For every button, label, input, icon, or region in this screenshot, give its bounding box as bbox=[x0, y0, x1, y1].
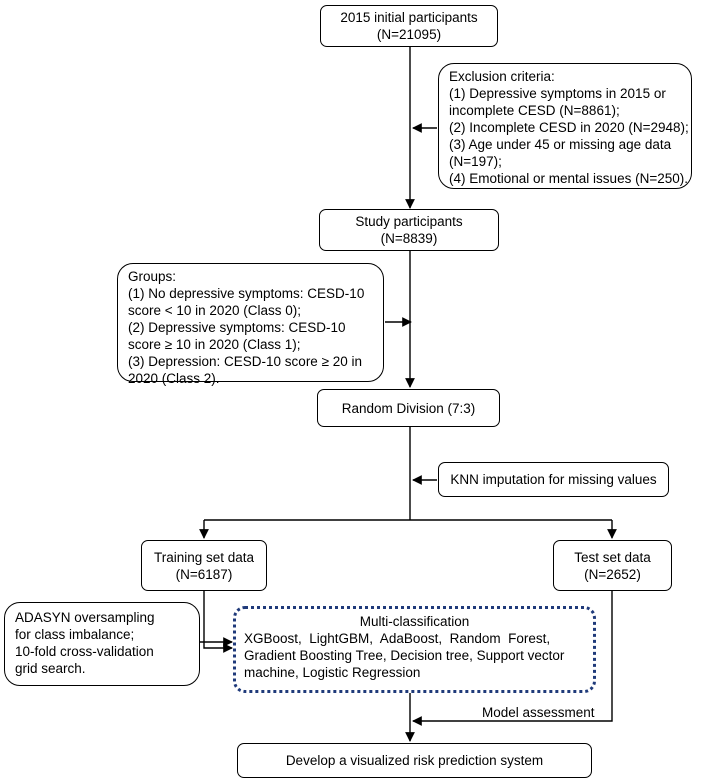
groups-line: (3) Depression: CESD-10 score ≥ 20 in bbox=[128, 354, 363, 369]
groups-title: Groups: bbox=[128, 269, 177, 284]
model-list-line: XGBoost, LightGBM, AdaBoost, Random Fore… bbox=[244, 631, 551, 646]
adasyn-line: grid search. bbox=[15, 661, 86, 676]
exclusion-line: (2) Incomplete CESD in 2020 (N=2948); bbox=[449, 120, 689, 135]
random-division-label: Random Division (7:3) bbox=[341, 400, 476, 416]
exclusion-line: (N=197); bbox=[449, 154, 502, 169]
knn-imputation-label: KNN imputation for missing values bbox=[450, 472, 657, 487]
groups-line: (1) No depressive symptoms: CESD-10 bbox=[128, 286, 365, 301]
adasyn-line: ADASYN oversampling bbox=[15, 610, 155, 625]
adasyn-line: 10-fold cross-validation bbox=[15, 644, 154, 659]
arrow-test-to-assessment bbox=[412, 590, 613, 726]
initial-participants-box: 2015 initial participants (N=21095) bbox=[320, 5, 498, 47]
adasyn-line: for class imbalance; bbox=[15, 627, 135, 642]
model-list-line: machine, Logistic Regression bbox=[244, 665, 421, 680]
training-set-count: (N=6187) bbox=[175, 566, 233, 582]
arrow-training-to-multi bbox=[203, 590, 233, 653]
exclusion-line: (1) Depressive symptoms in 2015 or bbox=[449, 86, 666, 101]
random-division-box: Random Division (7:3) bbox=[317, 389, 500, 427]
model-assessment-label: Model assessment bbox=[482, 705, 595, 720]
multi-classification-box: Multi-classification XGBoost, LightGBM, … bbox=[233, 606, 596, 693]
exclusion-line: incomplete CESD (N=8861); bbox=[449, 103, 620, 118]
test-set-title: Test set data bbox=[574, 549, 651, 565]
exclusion-line: (4) Emotional or mental issues (N=250). bbox=[449, 171, 688, 186]
initial-participants-title: 2015 initial participants bbox=[340, 10, 478, 25]
groups-box: Groups: (1) No depressive symptoms: CESD… bbox=[117, 263, 384, 386]
develop-system-box: Develop a visualized risk prediction sys… bbox=[237, 743, 592, 778]
initial-participants-count: (N=21095) bbox=[376, 27, 442, 42]
study-participants-count: (N=8839) bbox=[380, 231, 438, 246]
test-set-count: (N=2652) bbox=[584, 566, 641, 582]
training-set-box: Training set data (N=6187) bbox=[141, 540, 267, 591]
exclusion-criteria-box: Exclusion criteria: (1) Depressive sympt… bbox=[438, 63, 692, 189]
study-participants-title: Study participants bbox=[355, 214, 463, 229]
study-participants-box: Study participants (N=8839) bbox=[319, 209, 499, 251]
develop-system-label: Develop a visualized risk prediction sys… bbox=[285, 753, 544, 768]
exclusion-title: Exclusion criteria: bbox=[449, 69, 555, 84]
knn-imputation-box: KNN imputation for missing values bbox=[438, 462, 669, 497]
model-list-line: Gradient Boosting Tree, Decision tree, S… bbox=[244, 648, 565, 663]
adasyn-box: ADASYN oversampling for class imbalance;… bbox=[4, 602, 200, 686]
groups-line: (2) Depressive symptoms: CESD-10 bbox=[128, 320, 346, 335]
groups-line: 2020 (Class 2). bbox=[128, 371, 220, 386]
groups-line: score ≥ 10 in 2020 (Class 1); bbox=[128, 337, 301, 352]
exclusion-line: (3) Age under 45 or missing age data bbox=[449, 137, 672, 152]
groups-line: score < 10 in 2020 (Class 0); bbox=[128, 303, 301, 318]
training-set-title: Training set data bbox=[153, 549, 255, 565]
multi-classification-title: Multi-classification bbox=[359, 614, 470, 629]
test-set-box: Test set data (N=2652) bbox=[553, 540, 672, 591]
